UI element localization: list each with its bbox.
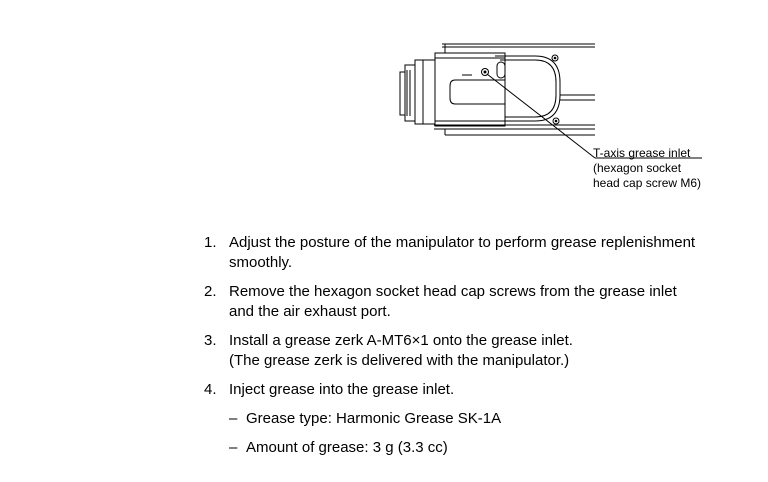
grease-inlet-screw [481,68,489,76]
mounting-screw [552,117,560,125]
inlet-slot [496,61,506,79]
sub-item-text: Amount of grease: 3 g (3.3 cc) [246,439,448,456]
sub-item-text: Grease type: Harmonic Grease SK-1A [246,410,502,427]
step-text-line: Remove the hexagon socket head cap screw… [229,283,677,300]
sub-item-grease-type: – Grease type: Harmonic Grease SK-1A [229,409,754,429]
arm-end-cap-inner [500,59,557,118]
step-3: 3. Install a grease zerk A-MT6×1 onto th… [204,331,754,371]
arm-body [434,52,506,127]
mounting-screw [551,54,559,62]
step-number: 2. [204,283,217,300]
mounting-screw-center [554,119,558,123]
step-text-line: Install a grease zerk A-MT6×1 onto the g… [229,332,573,349]
u-cover [449,79,505,105]
flange-ring [422,59,436,125]
mounting-screw-center [553,56,557,60]
procedure-steps: 1. Adjust the posture of the manipulator… [204,233,754,458]
sub-item-grease-amount: – Amount of grease: 3 g (3.3 cc) [229,438,754,458]
callout-line-3: head cap screw M6) [593,176,702,190]
step-4: 4. Inject grease into the grease inlet. … [204,380,754,458]
callout-leader-line [486,73,596,159]
callout-label: T-axis grease inlet (hexagon socket head… [593,146,701,191]
flange-ring [414,59,424,125]
dash-bullet: – [229,410,238,427]
step-text-line: Inject grease into the grease inlet. [229,381,455,398]
step-number: 1. [204,234,217,251]
step-number: 4. [204,381,217,398]
step-2: 2. Remove the hexagon socket head cap sc… [204,282,754,322]
step-number: 3. [204,332,217,349]
step-text-line: Adjust the posture of the manipulator to… [229,234,696,251]
step-text-line: (The grease zerk is delivered with the m… [229,352,570,369]
step-text-line: smoothly. [229,254,293,271]
dash-bullet: – [229,439,238,456]
callout-line-1: T-axis grease inlet [593,146,691,160]
step-text-line: and the air exhaust port. [229,303,391,320]
callout-line-2: (hexagon socket [593,161,682,175]
manipulator-drawing [399,43,702,159]
flange-plate [399,71,406,116]
step-1: 1. Adjust the posture of the manipulator… [204,233,754,273]
grease-inlet-screw-center [483,70,487,74]
